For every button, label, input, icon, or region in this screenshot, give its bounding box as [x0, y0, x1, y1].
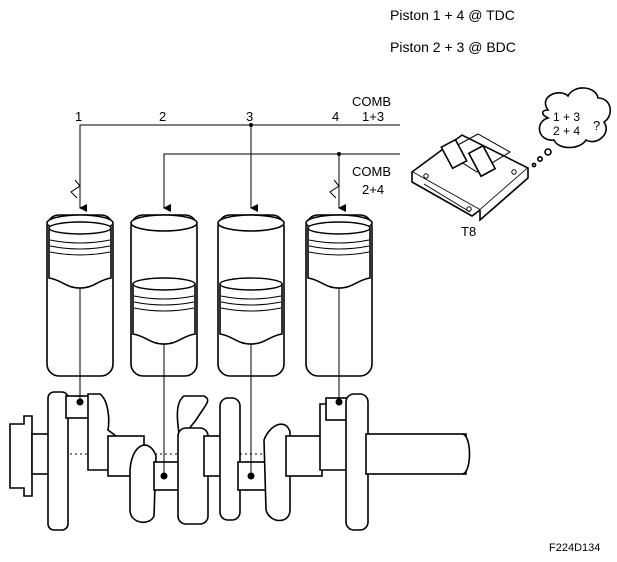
- ecu-module-icon: [410, 133, 530, 222]
- signal-wiring: [79, 123, 400, 212]
- header-line-2: Piston 2 + 3 @ BDC: [390, 39, 516, 55]
- comb-b-title: COMB: [352, 164, 391, 179]
- comb-b-sub: 2+4: [362, 182, 384, 197]
- cylinder-label-1: 1: [75, 109, 82, 124]
- spark-icon-cyl-4: [329, 179, 340, 199]
- comb-a-title: COMB: [352, 94, 391, 109]
- ecu-label: T8: [461, 224, 476, 239]
- spark-icon-cyl-1: [70, 179, 81, 199]
- piston-1: [48, 221, 112, 289]
- cylinder-label-4: 4: [332, 109, 339, 124]
- header-line-1: Piston 1 + 4 @ TDC: [390, 7, 515, 23]
- piston-2: [132, 277, 196, 345]
- thought-line-2: 2 + 4: [553, 124, 580, 138]
- cylinder-label-3: 3: [246, 109, 253, 124]
- cylinder-label-2: 2: [159, 109, 166, 124]
- cylinder-2: [130, 214, 198, 480]
- pistons-group: [46, 214, 373, 480]
- cylinder-1: [46, 214, 114, 406]
- thought-line-1: 1 + 3: [553, 110, 580, 124]
- thought-bubble: [531, 87, 611, 168]
- comb-a-sub: 1+3: [362, 109, 384, 124]
- piston-4: [307, 221, 371, 289]
- cylinder-3: [217, 214, 285, 480]
- piston-3: [219, 277, 283, 345]
- figure-code: F224D134: [549, 542, 600, 554]
- cylinder-4: [305, 214, 373, 406]
- crankshaft: [9, 391, 471, 531]
- thought-question-mark: ?: [593, 118, 600, 133]
